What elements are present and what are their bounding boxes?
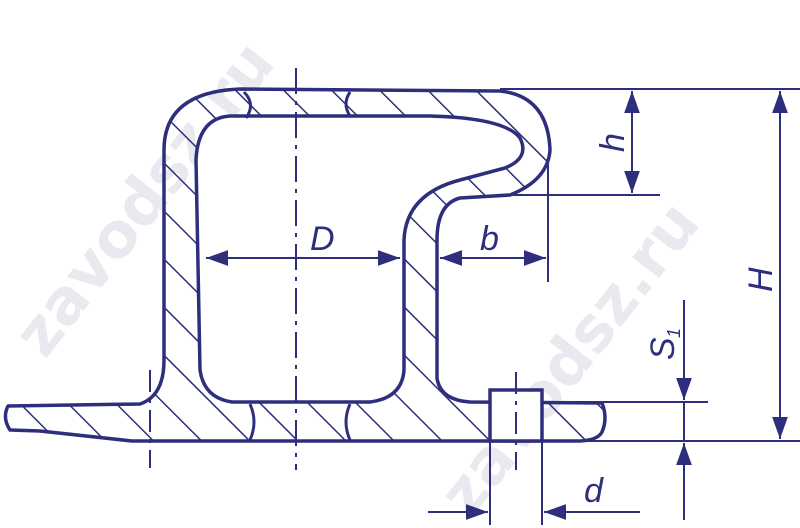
hatch-break-top-mid: [344, 91, 352, 117]
dim-label-S1-subscript: 1: [664, 328, 684, 338]
dim-label-H: H: [742, 267, 780, 292]
dim-label-d: d: [584, 472, 604, 510]
hatch-break-top-left: [242, 90, 252, 119]
dim-label-h: h: [594, 133, 632, 152]
dim-label-S1: S 1: [644, 328, 684, 360]
hatch-break-bottom-mid: [344, 403, 352, 441]
dim-label-D: D: [310, 220, 335, 258]
hatch-break-bottom-left: [248, 403, 256, 441]
dim-label-S1-main: S: [644, 337, 682, 360]
dim-label-b: b: [480, 220, 499, 258]
